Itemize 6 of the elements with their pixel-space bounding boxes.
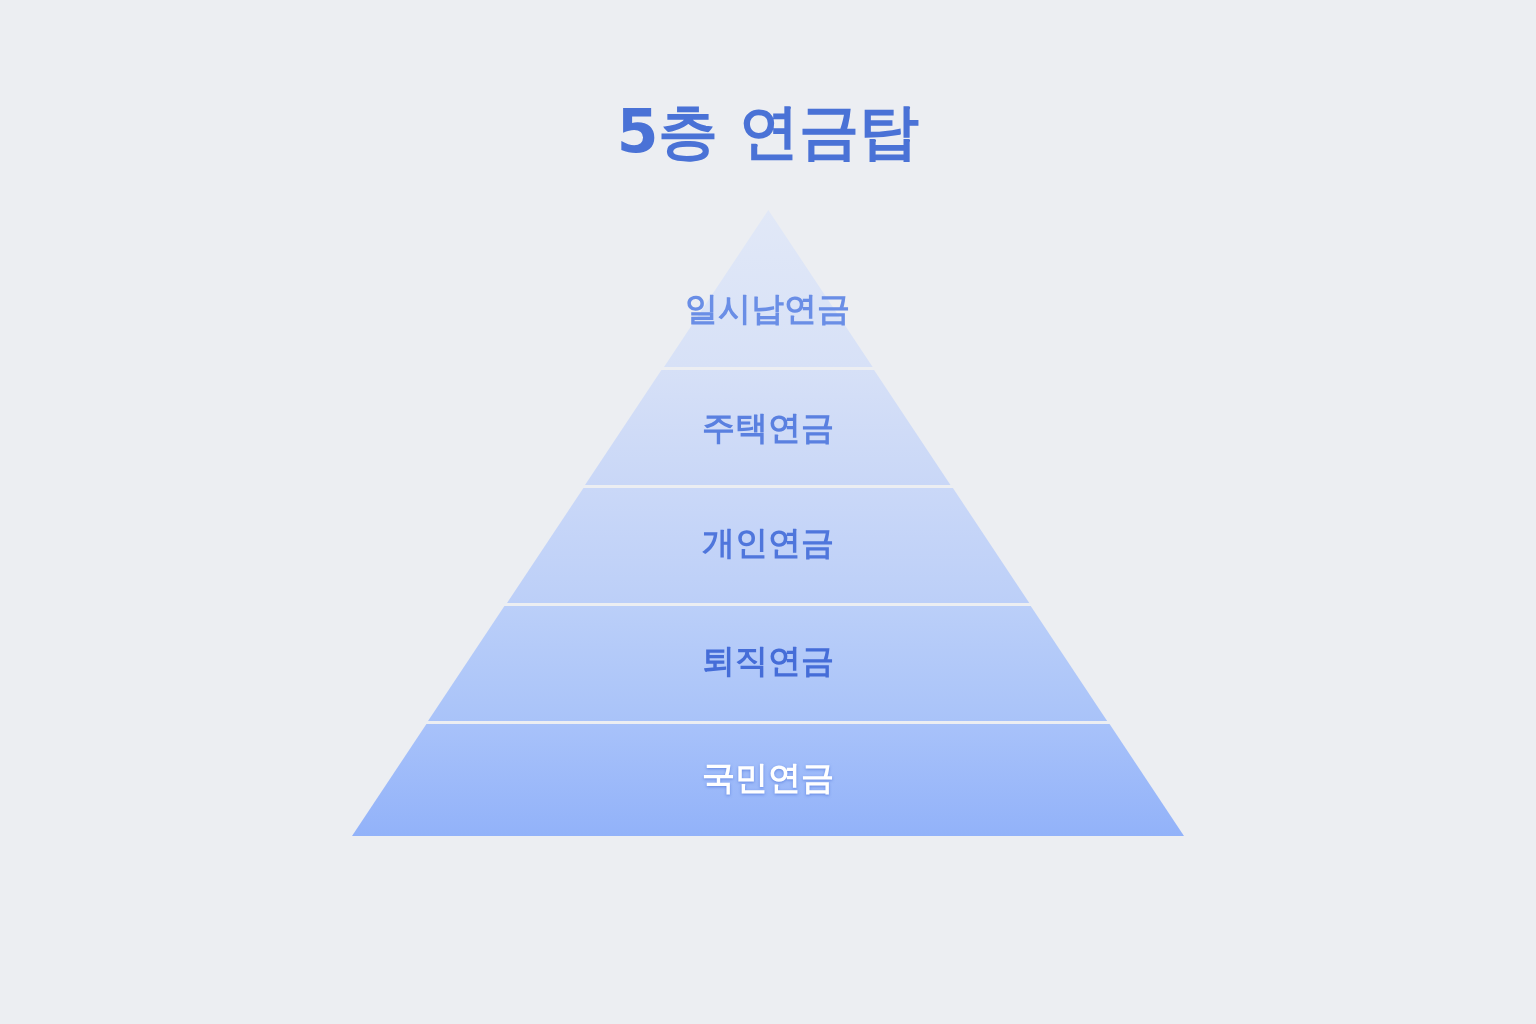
- tier-label: 퇴직연금: [702, 639, 834, 682]
- title: 5층 연금탑: [615, 95, 921, 168]
- tier-label: 주택연금: [702, 406, 834, 448]
- tier-label: 일시납연금: [685, 287, 851, 330]
- tier-label: 개인연금: [702, 521, 834, 564]
- tier-label: 국민연금: [702, 756, 834, 799]
